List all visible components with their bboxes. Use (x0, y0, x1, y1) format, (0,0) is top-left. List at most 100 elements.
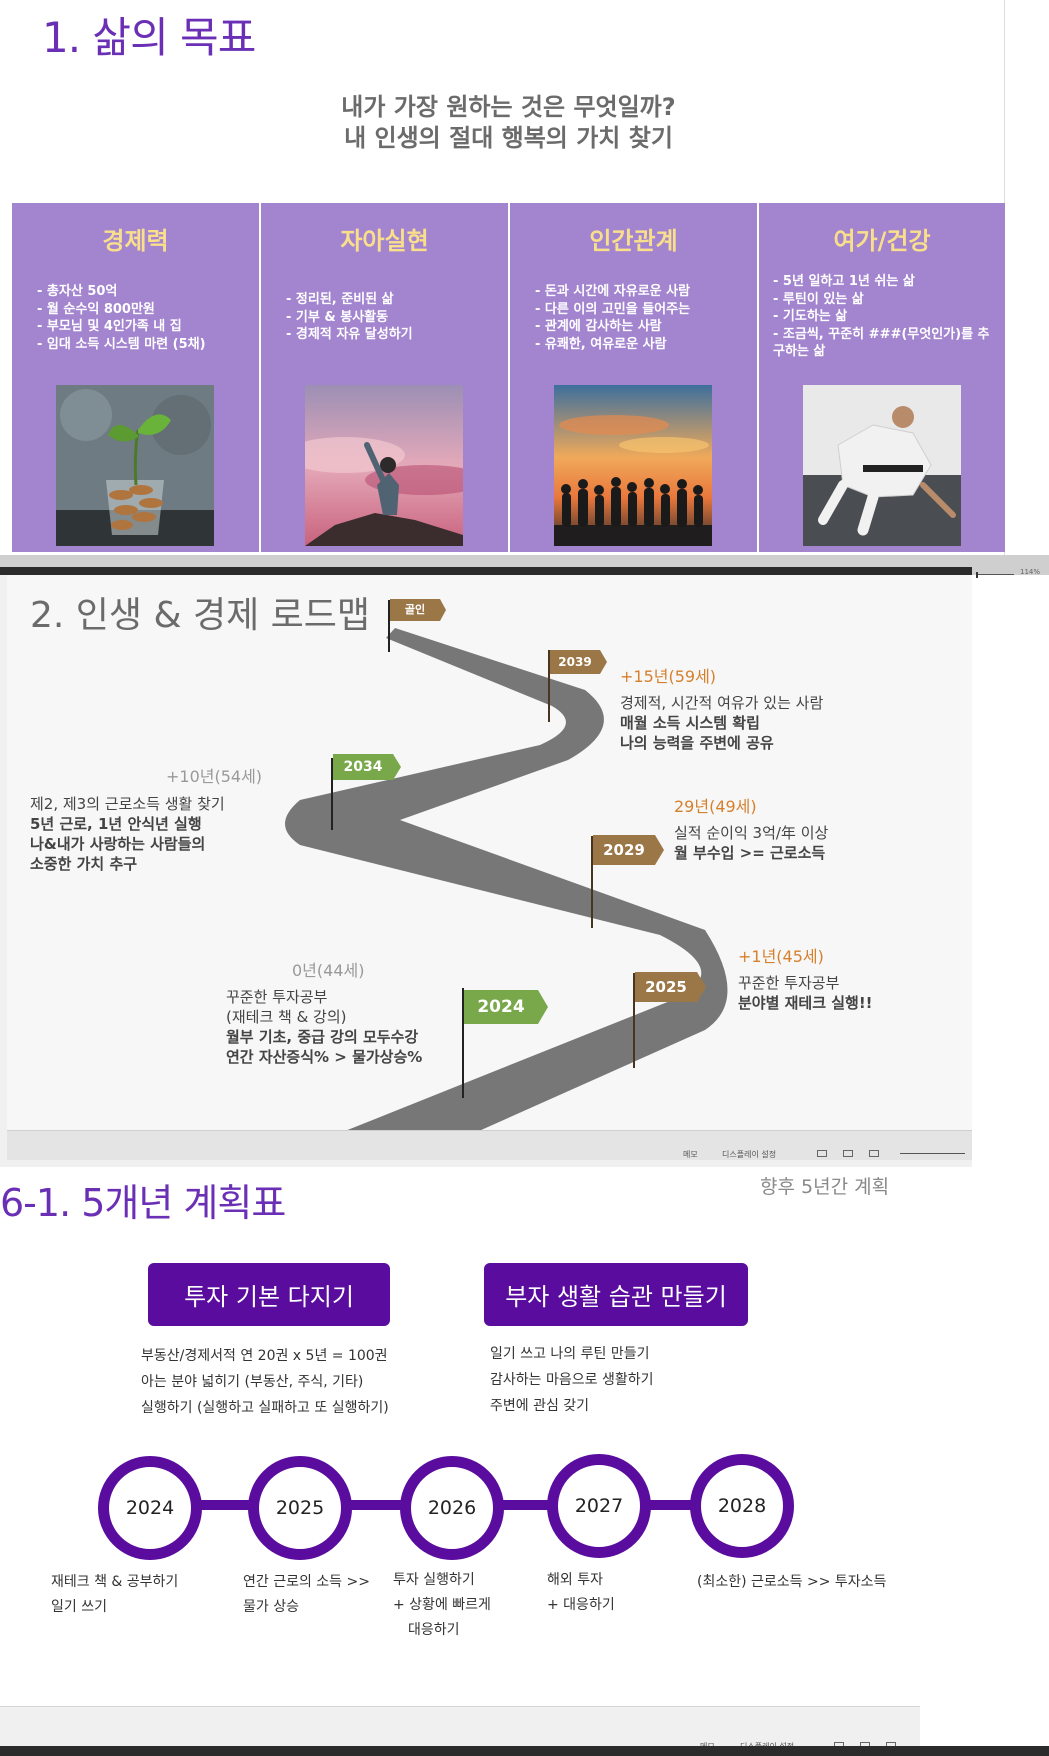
list-item: - 관계에 감사하는 사람 (535, 319, 662, 334)
milestone-line: 실적 순이익 3억/年 이상 (674, 824, 829, 842)
slide-subtitle: 내가 가장 원하는 것은 무엇일까? 내 인생의 절대 행복의 가치 찾기 (12, 92, 1005, 154)
milestone-line: 꾸준한 투자공부 (226, 988, 328, 1006)
pillar-self-realization: 자아실현 - 정리된, 준비된 삶 - 기부 & 봉사활동 - 경제적 자유 달… (261, 203, 508, 552)
pillar-heading: 자아실현 (340, 227, 429, 255)
milestone-line: 제2, 제3의 근로소득 생활 찾기 (30, 795, 225, 813)
milestone-2039-head: +15년(59세) (620, 667, 717, 686)
flag-2029: 2029 (603, 841, 645, 859)
year-note-line: + 대응하기 (547, 1597, 615, 1613)
milestone-2029-text: 실적 순이익 3억/年 이상 월 부수입 >= 근로소득 (674, 823, 828, 863)
year-circle-2028: 2028 (690, 1454, 794, 1558)
pillar-list: - 총자산 50억 - 월 순수익 800만원 - 부모님 및 4인가족 내 집… (37, 283, 255, 353)
zoom-slider[interactable] (900, 1153, 965, 1154)
plant-in-coin-jar-image (56, 385, 214, 546)
milestone-2024-text: 꾸준한 투자공부 (재테크 책 & 강의) 월부 기초, 중급 강의 모두수강 … (226, 987, 422, 1067)
milestone-2025-text: 꾸준한 투자공부 분야별 재테크 실행!! (738, 973, 873, 1013)
slide-title: 2. 인생 & 경제 로드맵 (30, 595, 371, 636)
year-note-2026: 투자 실행하기 + 상황에 빠르게 대응하기 (393, 1568, 491, 1643)
milestone-2029-head: 29년(49세) (674, 797, 757, 816)
year-note-line: + 상황에 빠르게 (393, 1597, 491, 1613)
normal-view-icon[interactable] (817, 1150, 827, 1157)
list-item: - 부모님 및 4인가족 내 집 (37, 319, 182, 334)
five-year-plan-slide (0, 1167, 920, 1707)
flag-goal: 골인 (404, 603, 426, 616)
flag-2025: 2025 (645, 978, 687, 996)
pillar-heading: 여가/건강 (833, 227, 931, 255)
year-note-line: (최소한) 근로소득 >> 투자소득 (697, 1574, 887, 1590)
milestone-line: (재테크 책 & 강의) (226, 1008, 347, 1026)
milestone-line: 매월 소득 시스템 확립 (620, 714, 760, 732)
invest-basics-button[interactable]: 투자 기본 다지기 (148, 1263, 390, 1326)
year-note-2027: 해외 투자 + 대응하기 (547, 1568, 615, 1618)
invest-basics-list: 부동산/경제서적 연 20권 x 5년 = 100권 아는 분야 넓히기 (부동… (141, 1343, 389, 1421)
year-note-2025: 연간 근로의 소득 >> 물가 상승 (243, 1570, 370, 1620)
plan-line: 일기 쓰고 나의 루틴 만들기 (490, 1346, 650, 1362)
list-item: - 기부 & 봉사활동 (286, 309, 389, 325)
plan-line: 부동산/경제서적 연 20권 x 5년 = 100권 (141, 1348, 388, 1364)
year-circle-2024: 2024 (98, 1456, 202, 1560)
milestone-line: 나&내가 사랑하는 사람들의 (30, 835, 206, 853)
flag-2034: 2034 (343, 759, 383, 775)
year-note-2024: 재테크 책 & 공부하기 일기 쓰기 (51, 1570, 178, 1620)
pillar-heading: 인간관계 (589, 227, 678, 255)
milestone-line: 경제적, 시간적 여유가 있는 사람 (620, 694, 824, 712)
zoom-slider[interactable]: 114% (972, 568, 1049, 578)
friends-at-sunset-image (554, 385, 712, 546)
year-note-line: 일기 쓰기 (51, 1599, 107, 1615)
display-settings-button[interactable]: 디스플레이 설정 (722, 1150, 777, 1159)
zoom-thumb[interactable] (976, 572, 978, 578)
milestone-line: 꾸준한 투자공부 (738, 974, 840, 992)
year-note-line: 투자 실행하기 (393, 1572, 475, 1588)
window-strip (0, 567, 972, 575)
list-item: - 총자산 50억 (37, 284, 118, 299)
list-item: - 조금씩, 꾸준히 ###(무엇인가)를 추구하는 삶 (773, 326, 990, 360)
rich-habits-list: 일기 쓰고 나의 루틴 만들기 감사하는 마음으로 생활하기 주변에 관심 갖기 (490, 1341, 653, 1419)
year-note-line: 물가 상승 (243, 1599, 299, 1615)
list-item: - 기도하는 삶 (773, 309, 848, 324)
person-on-mountain-top-image (305, 385, 463, 546)
year-note-line: 대응하기 (408, 1622, 460, 1638)
slide-sorter-icon[interactable] (843, 1150, 853, 1157)
slide-title: 6-1. 5개년 계획표 (0, 1181, 286, 1225)
pillar-heading: 경제력 (102, 227, 169, 255)
pillar-economy: 경제력 - 총자산 50억 - 월 순수익 800만원 - 부모님 및 4인가족… (12, 203, 259, 552)
milestone-2034-text: 제2, 제3의 근로소득 생활 찾기 5년 근로, 1년 안식년 실행 나&내가… (30, 794, 225, 874)
plan-line: 실행하기 (실행하고 실패하고 또 실행하기) (141, 1400, 389, 1416)
pillar-relationships: 인간관계 - 돈과 시간에 자유로운 사람 - 다른 이의 고민을 들어주는 -… (510, 203, 757, 552)
year-note-line: 재테크 책 & 공부하기 (51, 1574, 179, 1590)
list-item: - 정리된, 준비된 삶 (286, 292, 394, 307)
reading-view-icon[interactable] (869, 1150, 879, 1157)
milestone-2039-text: 경제적, 시간적 여유가 있는 사람 매월 소득 시스템 확립 나의 능력을 주… (620, 693, 823, 753)
milestone-2024-head: 0년(44세) (292, 961, 365, 980)
list-item: - 다른 이의 고민을 들어주는 (535, 301, 691, 317)
window-strip (0, 1746, 1049, 1756)
list-item: - 5년 일하고 1년 쉬는 삶 (773, 274, 915, 289)
plan-line: 아는 분야 넓히기 (부동산, 주식, 기타) (141, 1374, 364, 1390)
year-circle-2027: 2027 (547, 1454, 651, 1558)
list-item: - 월 순수익 800만원 (37, 301, 155, 317)
life-goals-slide: 1. 삶의 목표 내가 가장 원하는 것은 무엇일까? 내 인생의 절대 행복의… (12, 0, 1005, 555)
milestone-line: 월 부수입 >= 근로소득 (674, 844, 826, 862)
year-note-2028: (최소한) 근로소득 >> 투자소득 (697, 1570, 886, 1595)
zoom-level: 114% (1020, 568, 1041, 576)
subtitle-line: 내 인생의 절대 행복의 가치 찾기 (344, 124, 673, 152)
year-note-line: 해외 투자 (547, 1572, 603, 1588)
slide-title: 1. 삶의 목표 (42, 13, 256, 62)
milestone-line: 5년 근로, 1년 안식년 실행 (30, 815, 202, 833)
notes-button[interactable]: 메모 (683, 1150, 698, 1159)
list-item: - 경제적 자유 달성하기 (286, 327, 413, 342)
milestone-line: 분야별 재테크 실행!! (738, 994, 873, 1012)
zoom-track (976, 574, 1014, 575)
milestone-line: 소중한 가치 추구 (30, 855, 138, 873)
flag-2039: 2039 (558, 655, 592, 669)
rich-habits-button[interactable]: 부자 생활 습관 만들기 (484, 1263, 748, 1326)
year-circle-2025: 2025 (248, 1456, 352, 1560)
milestone-line: 나의 능력을 주변에 공유 (620, 734, 774, 752)
pillar-list: - 5년 일하고 1년 쉬는 삶 - 루틴이 있는 삶 - 기도하는 삶 - 조… (773, 273, 1001, 361)
status-bar: 메모 디스플레이 설정 (7, 1130, 972, 1160)
year-note-line: 연간 근로의 소득 >> (243, 1574, 370, 1590)
jiu-jitsu-training-image (803, 385, 961, 546)
milestone-line: 연간 자산증식% > 물가상승% (226, 1048, 423, 1066)
subtitle-line: 내가 가장 원하는 것은 무엇일까? (341, 93, 676, 121)
road-graphic (285, 599, 728, 1130)
